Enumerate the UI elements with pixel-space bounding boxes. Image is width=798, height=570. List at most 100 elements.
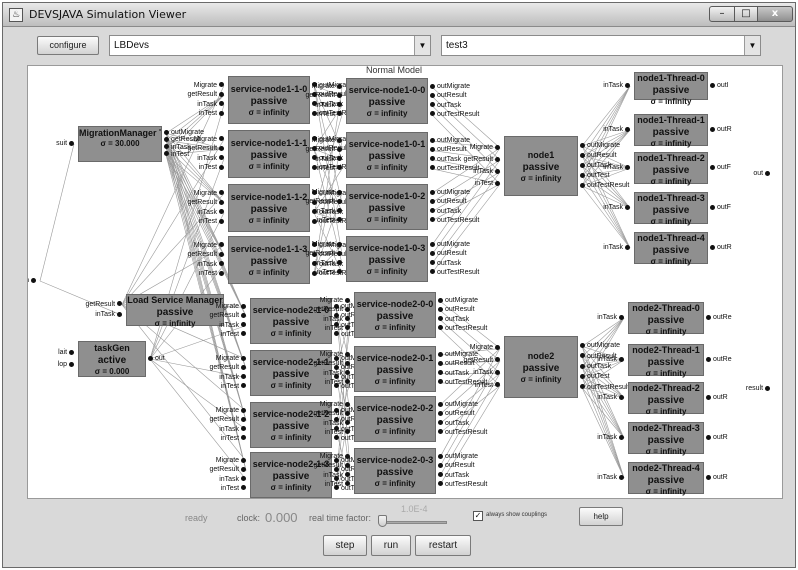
port-dot-icon[interactable] (438, 453, 443, 459)
port-dot-icon[interactable] (438, 401, 443, 407)
port-dot-icon[interactable] (580, 182, 585, 188)
input-port[interactable]: inTest (221, 383, 246, 391)
port-dot-icon[interactable] (430, 217, 435, 223)
input-port[interactable]: inTest (199, 110, 224, 118)
input-port[interactable]: inTest (199, 218, 224, 226)
port-dot-icon[interactable] (117, 311, 122, 317)
port-dot-icon[interactable] (430, 189, 435, 195)
output-port[interactable]: outR (710, 126, 732, 134)
port-dot-icon[interactable] (69, 140, 74, 146)
input-port[interactable]: inTask (219, 322, 246, 330)
input-port[interactable]: inTask (219, 374, 246, 382)
port-dot-icon[interactable] (334, 467, 339, 473)
port-dot-icon[interactable] (706, 314, 711, 320)
port-dot-icon[interactable] (495, 369, 500, 375)
input-port[interactable]: getResult (305, 250, 342, 258)
port-dot-icon[interactable] (345, 325, 350, 331)
port-dot-icon[interactable] (337, 165, 342, 171)
port-dot-icon[interactable] (430, 137, 435, 143)
input-port[interactable]: Migrate (194, 136, 224, 144)
input-port[interactable]: Migrate (194, 242, 224, 250)
output-port[interactable]: outTestResult (438, 481, 487, 489)
input-port[interactable]: inTask (197, 155, 224, 163)
output-port[interactable]: outTask (438, 316, 469, 324)
input-port[interactable]: inTest (199, 164, 224, 172)
model-diagram-panel[interactable]: Normal Model MigrationManager Testσ = 30… (27, 65, 783, 499)
input-port[interactable]: Migrate (312, 137, 342, 145)
input-port[interactable]: getResult (305, 92, 342, 100)
port-dot-icon[interactable] (345, 316, 350, 322)
port-dot-icon[interactable] (69, 349, 74, 355)
output-port[interactable]: outF (710, 164, 731, 172)
port-dot-icon[interactable] (337, 147, 342, 153)
port-dot-icon[interactable] (219, 155, 224, 161)
port-dot-icon[interactable] (334, 313, 339, 319)
port-dot-icon[interactable] (312, 136, 317, 142)
input-port[interactable]: Migrate (320, 297, 350, 305)
output-port[interactable]: outMigrate (438, 297, 478, 305)
output-port[interactable]: outTestResult (438, 429, 487, 437)
port-dot-icon[interactable] (334, 331, 339, 337)
output-port[interactable]: outTask (580, 162, 611, 170)
input-port[interactable]: inTask (315, 260, 342, 268)
port-dot-icon[interactable] (495, 180, 500, 186)
output-port[interactable]: outTask (430, 102, 461, 110)
port-dot-icon[interactable] (765, 385, 770, 391)
port-dot-icon[interactable] (164, 137, 169, 143)
port-dot-icon[interactable] (706, 434, 711, 440)
output-port[interactable]: outTask (430, 156, 461, 164)
step-button[interactable]: step (323, 535, 367, 556)
port-dot-icon[interactable] (345, 379, 350, 385)
port-dot-icon[interactable] (164, 151, 169, 157)
port-dot-icon[interactable] (495, 357, 500, 363)
always-show-couplings-checkbox[interactable]: ✓ (473, 511, 483, 521)
input-port[interactable]: getResult (187, 91, 224, 99)
output-port[interactable]: getResult (164, 136, 201, 144)
close-button[interactable]: x (757, 6, 793, 22)
input-port[interactable]: Migrate (312, 241, 342, 249)
port-dot-icon[interactable] (619, 356, 624, 362)
input-port[interactable]: inTask (603, 164, 630, 172)
input-port[interactable]: getResult (463, 156, 500, 164)
input-port[interactable]: getResult (209, 312, 246, 320)
output-port[interactable]: outResult (580, 353, 617, 361)
input-port[interactable]: inTask (323, 420, 350, 428)
port-dot-icon[interactable] (219, 190, 224, 196)
input-port[interactable]: inTask (597, 434, 624, 442)
port-dot-icon[interactable] (219, 209, 224, 215)
output-port[interactable]: outMigrate (312, 82, 352, 90)
input-port[interactable]: suit (56, 140, 74, 148)
port-dot-icon[interactable] (625, 244, 630, 250)
slider-handle[interactable] (378, 515, 387, 527)
output-port[interactable]: inTask (164, 144, 191, 152)
port-dot-icon[interactable] (625, 164, 630, 170)
port-dot-icon[interactable] (438, 463, 443, 469)
input-port[interactable]: getResult (187, 145, 224, 153)
port-dot-icon[interactable] (345, 351, 350, 357)
input-port[interactable]: Migrate (194, 190, 224, 198)
input-port[interactable]: getResult (187, 251, 224, 259)
port-dot-icon[interactable] (334, 485, 339, 491)
port-dot-icon[interactable] (430, 165, 435, 171)
input-port[interactable]: lop (58, 361, 74, 369)
port-dot-icon[interactable] (619, 314, 624, 320)
port-dot-icon[interactable] (219, 271, 224, 277)
input-port[interactable]: getResult (313, 410, 350, 418)
port-dot-icon[interactable] (312, 91, 317, 97)
port-dot-icon[interactable] (219, 242, 224, 248)
port-dot-icon[interactable] (706, 474, 711, 480)
input-port[interactable]: getResult (463, 357, 500, 365)
output-port[interactable]: outRe (706, 356, 732, 364)
input-port[interactable]: getResult (313, 360, 350, 368)
output-port[interactable]: outR (706, 434, 728, 442)
input-port[interactable]: inTask (603, 126, 630, 134)
